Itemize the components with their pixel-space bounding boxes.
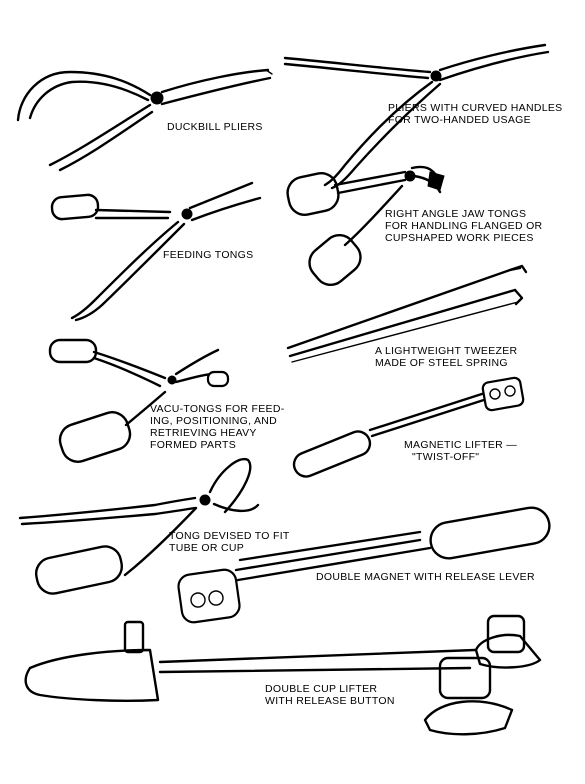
vacu-tongs-label: VACU-TONGS FOR FEED- ING, POSITIONING, A… — [150, 403, 285, 451]
curved-handle-pliers-drawing — [283, 43, 550, 190]
caption-line: ING, POSITIONING, AND — [150, 415, 278, 427]
vacu-tongs-drawing — [48, 338, 230, 463]
caption-line: TONG DEVISED TO FIT — [169, 530, 290, 542]
caption-line: RETRIEVING HEAVY — [150, 427, 257, 439]
caption-line: FOR TWO-HANDED USAGE — [388, 114, 531, 126]
caption-line: DOUBLE CUP LIFTER — [265, 683, 378, 695]
caption-line: VACU-TONGS FOR FEED- — [150, 403, 285, 415]
caption-line: FEEDING TONGS — [163, 249, 254, 261]
right-angle-jaw-tongs-drawing — [286, 165, 445, 287]
caption-line: "TWIST-OFF" — [412, 451, 480, 463]
caption-line: FORMED PARTS — [150, 439, 237, 451]
feeding-tongs-label: FEEDING TONGS — [163, 249, 253, 261]
lightweight-tweezer-label: A LIGHTWEIGHT TWEEZER MADE OF STEEL SPRI… — [375, 345, 517, 369]
double-cup-lifter-label: DOUBLE CUP LIFTER WITH RELEASE BUTTON — [265, 683, 395, 707]
right-angle-jaw-tongs-label: RIGHT ANGLE JAW TONGS FOR HANDLING FLANG… — [385, 208, 542, 244]
caption-line: CUPSHAPED WORK PIECES — [385, 232, 534, 244]
feeding-tongs-drawing — [50, 181, 262, 322]
tube-tong-label: TONG DEVISED TO FIT TUBE OR CUP — [169, 530, 290, 554]
duckbill-pliers-label: DUCKBILL PLIERS — [167, 121, 263, 133]
magnetic-lifter-label: MAGNETIC LIFTER — "TWIST-OFF" — [404, 439, 517, 463]
caption-line: MAGNETIC LIFTER — — [404, 439, 518, 451]
magnetic-lifter-drawing — [292, 376, 525, 478]
caption-line: DUCKBILL PLIERS — [167, 121, 263, 133]
caption-line: A LIGHTWEIGHT TWEEZER — [375, 345, 518, 357]
tube-tong-drawing — [18, 457, 260, 595]
caption-line: FOR HANDLING FLANGED OR — [385, 220, 543, 232]
curved-handle-pliers-label: PLIERS WITH CURVED HANDLES FOR TWO-HANDE… — [388, 102, 562, 126]
caption-line: DOUBLE MAGNET WITH RELEASE LEVER — [316, 571, 535, 583]
double-cup-lifter-drawing — [24, 614, 542, 736]
double-magnet-drawing — [177, 506, 551, 624]
caption-line: WITH RELEASE BUTTON — [265, 695, 395, 707]
double-magnet-label: DOUBLE MAGNET WITH RELEASE LEVER — [316, 571, 535, 583]
lightweight-tweezer-drawing — [286, 264, 528, 363]
caption-line: RIGHT ANGLE JAW TONGS — [385, 208, 527, 220]
caption-line: MADE OF STEEL SPRING — [375, 357, 508, 369]
caption-line: PLIERS WITH CURVED HANDLES — [388, 102, 563, 114]
duckbill-pliers-drawing — [16, 68, 273, 172]
caption-line: TUBE OR CUP — [169, 542, 245, 554]
